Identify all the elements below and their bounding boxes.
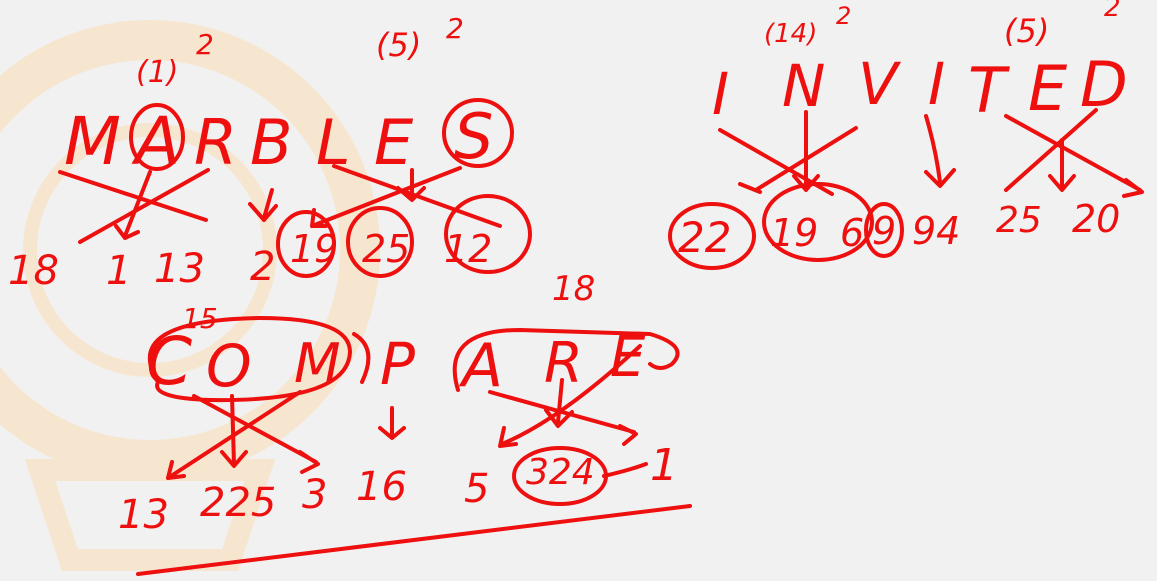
invited-letter-e: E — [1028, 52, 1068, 125]
marbles-arrow-e — [396, 168, 426, 202]
invited-circle-19-6 — [762, 182, 874, 262]
marbles-number-2: 2 — [250, 244, 275, 290]
compare-number-324: 324 — [526, 452, 595, 493]
compare-arrow-r — [544, 378, 574, 428]
compare-arrow-o — [220, 394, 248, 468]
compare-letter-a: A — [458, 331, 503, 401]
compare-letter-m: M — [294, 332, 341, 395]
marbles-arrow-a — [114, 170, 152, 240]
compare-circle-are — [452, 328, 680, 392]
marbles-cross-line-1 — [58, 170, 208, 222]
marbles-letter-b: B — [250, 106, 293, 179]
marbles-cross-line-4 — [310, 166, 462, 228]
marbles-cross-line-2 — [78, 168, 210, 244]
invited-exponent-n: 2 — [836, 2, 851, 30]
compare-letter-o: O — [206, 332, 252, 400]
compare-tail-324 — [602, 462, 648, 478]
compare-arrow-p — [378, 406, 406, 440]
marbles-letter-m: M — [64, 103, 121, 180]
compare-cross-line-3 — [488, 390, 638, 446]
marbles-circle-a — [129, 103, 185, 171]
invited-number-25: 25 — [996, 200, 1042, 241]
marbles-circle-s — [442, 98, 514, 168]
invited-letter-v: V — [858, 50, 902, 118]
marbles-arrow-b — [248, 188, 278, 222]
compare-cross-line-4 — [498, 344, 642, 448]
invited-circle-9 — [864, 202, 904, 258]
invited-number-20: 20 — [1072, 197, 1120, 241]
compare-underline — [136, 504, 692, 576]
marbles-circle-19 — [276, 210, 336, 278]
compare-number-16: 16 — [356, 464, 407, 510]
compare-annotation-o: 15 — [182, 302, 218, 335]
compare-number-1: 1 — [650, 440, 678, 491]
marbles-number-12: 12 — [444, 227, 492, 271]
invited-cross-line-4 — [1004, 108, 1098, 192]
invited-letter-i2: I — [928, 50, 945, 118]
compare-annotation-r: 18 — [552, 269, 595, 309]
marbles-annotation-a: (1) — [136, 55, 179, 90]
compare-letter-p: P — [380, 330, 415, 398]
compare-number-13: 13 — [118, 492, 169, 538]
marbles-letter-e: E — [374, 106, 414, 179]
invited-annotation-e: (5) — [1004, 12, 1049, 50]
invited-letter-n: N — [782, 52, 825, 120]
handwriting-layer: (1) 2 (5) 2 M A R B L E S 1 — [8, 0, 1144, 576]
invited-circle-22 — [668, 202, 756, 270]
invited-exponent-e: 2 — [1104, 0, 1121, 23]
marbles-number-1: 1 — [106, 248, 131, 294]
invited-number-22: 22 — [678, 213, 731, 262]
compare-cross-line-1 — [192, 394, 320, 474]
compare-group: 15 18 C O M P A R E 13 225 — [118, 269, 692, 576]
invited-arrow-n — [792, 110, 820, 192]
marbles-circle-25 — [346, 206, 414, 278]
invited-arrow-i — [924, 114, 956, 188]
invited-letter-d: D — [1080, 48, 1128, 121]
invited-number-6: 6 — [840, 211, 864, 255]
marbles-annotation-e: (5) — [376, 26, 421, 64]
compare-letter-c: C — [146, 323, 192, 400]
compare-number-225: 225 — [200, 480, 276, 526]
compare-bracket-p — [352, 332, 371, 384]
invited-arrow-e — [1048, 138, 1076, 192]
marbles-exponent-a: 2 — [196, 28, 214, 61]
invited-letter-t: T — [968, 54, 1010, 127]
marbles-exponent-e: 2 — [446, 12, 464, 45]
invited-group: (14) 2 (5) 2 I N V I T E D 22 19 — [668, 0, 1144, 270]
invited-number-94: 94 — [912, 209, 960, 253]
invited-annotation-n: (14) — [764, 19, 817, 49]
compare-number-5: 5 — [464, 466, 489, 512]
marbles-number-13: 13 — [154, 246, 205, 292]
compare-number-3: 3 — [302, 472, 327, 518]
marbles-group: (1) 2 (5) 2 M A R B L E S 1 — [8, 12, 532, 294]
compare-letter-r: R — [544, 331, 583, 396]
invited-number-9: 9 — [872, 209, 896, 253]
marbles-letter-r: R — [194, 106, 237, 179]
invited-letter-i1: I — [712, 60, 729, 128]
marbles-number-18: 18 — [8, 248, 59, 294]
marbles-circle-12 — [444, 194, 532, 274]
invited-cross-line-3 — [1004, 114, 1144, 198]
